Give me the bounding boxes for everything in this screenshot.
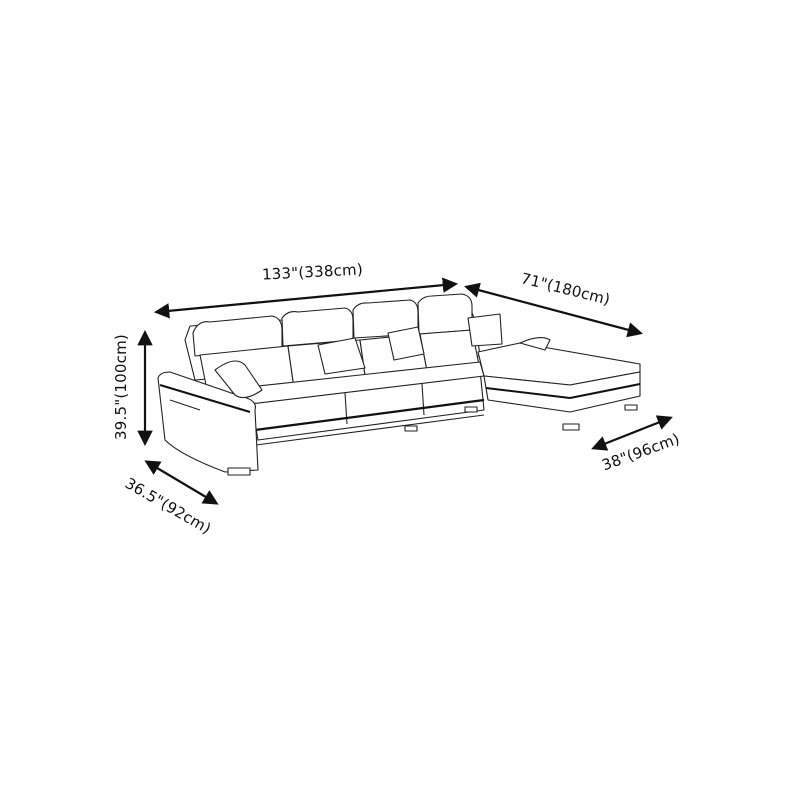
headrest-4 xyxy=(417,293,473,335)
pillow-4 xyxy=(467,313,503,347)
chaise-armrest-roll xyxy=(519,337,551,351)
pillow-1 xyxy=(214,360,263,399)
pillow-2 xyxy=(317,337,366,375)
chaise-front xyxy=(483,371,641,413)
left-arm xyxy=(157,371,259,473)
total-width-arrow xyxy=(153,277,459,319)
chaise-width-arrow xyxy=(591,415,673,451)
height-label: 39.5"(100cm) xyxy=(111,334,130,440)
left-foot xyxy=(227,467,251,476)
chaise-length-arrow xyxy=(464,282,643,338)
pillow-3 xyxy=(387,326,425,361)
chaise-foot xyxy=(562,423,580,431)
seat-depth-arrow xyxy=(144,460,219,505)
